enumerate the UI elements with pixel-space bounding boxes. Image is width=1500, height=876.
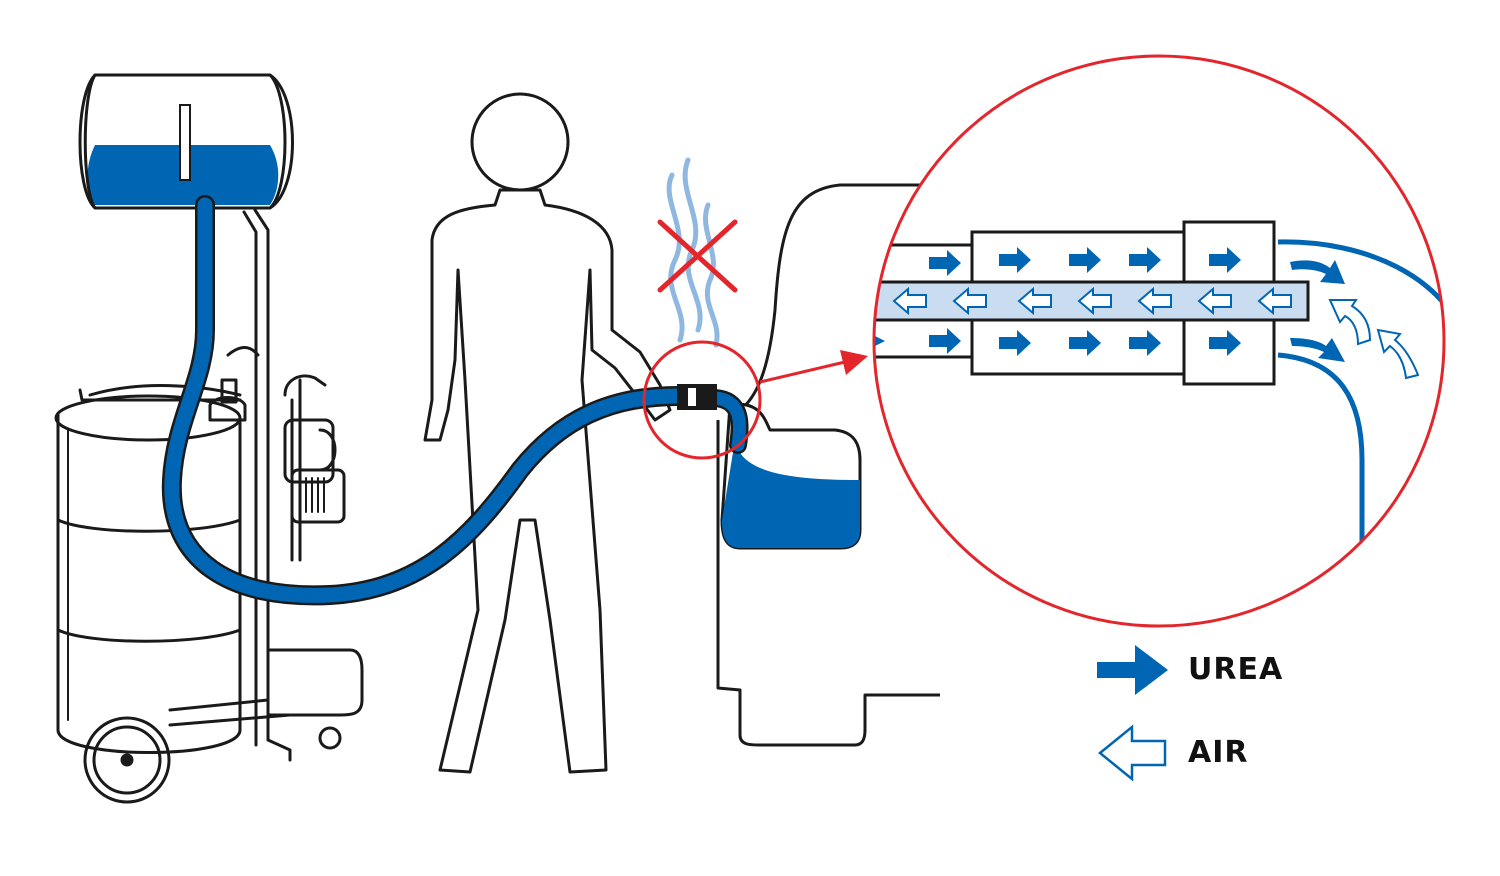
zoom-pointer-arrow xyxy=(759,350,868,384)
trolley-wheel xyxy=(83,716,171,804)
drum xyxy=(56,413,242,754)
legend-air-label: AIR xyxy=(1188,735,1249,770)
zoom-circle-border xyxy=(872,54,1446,628)
upper-urea-tank xyxy=(78,73,294,210)
operator-head xyxy=(470,92,570,192)
hose-coupler xyxy=(677,384,717,410)
dispenser-trolley xyxy=(54,208,364,804)
filled-right-arrow-icon xyxy=(1097,645,1168,695)
operator-figure xyxy=(423,92,672,774)
red-x-icon xyxy=(657,219,738,293)
legend-urea-label: UREA xyxy=(1188,652,1284,687)
outline-left-arrow-icon xyxy=(1098,724,1167,782)
detail-highlight-circle xyxy=(642,340,762,460)
urea-hose xyxy=(161,195,749,606)
coupling-detail-zoom xyxy=(872,54,1446,628)
legend xyxy=(1097,645,1168,782)
